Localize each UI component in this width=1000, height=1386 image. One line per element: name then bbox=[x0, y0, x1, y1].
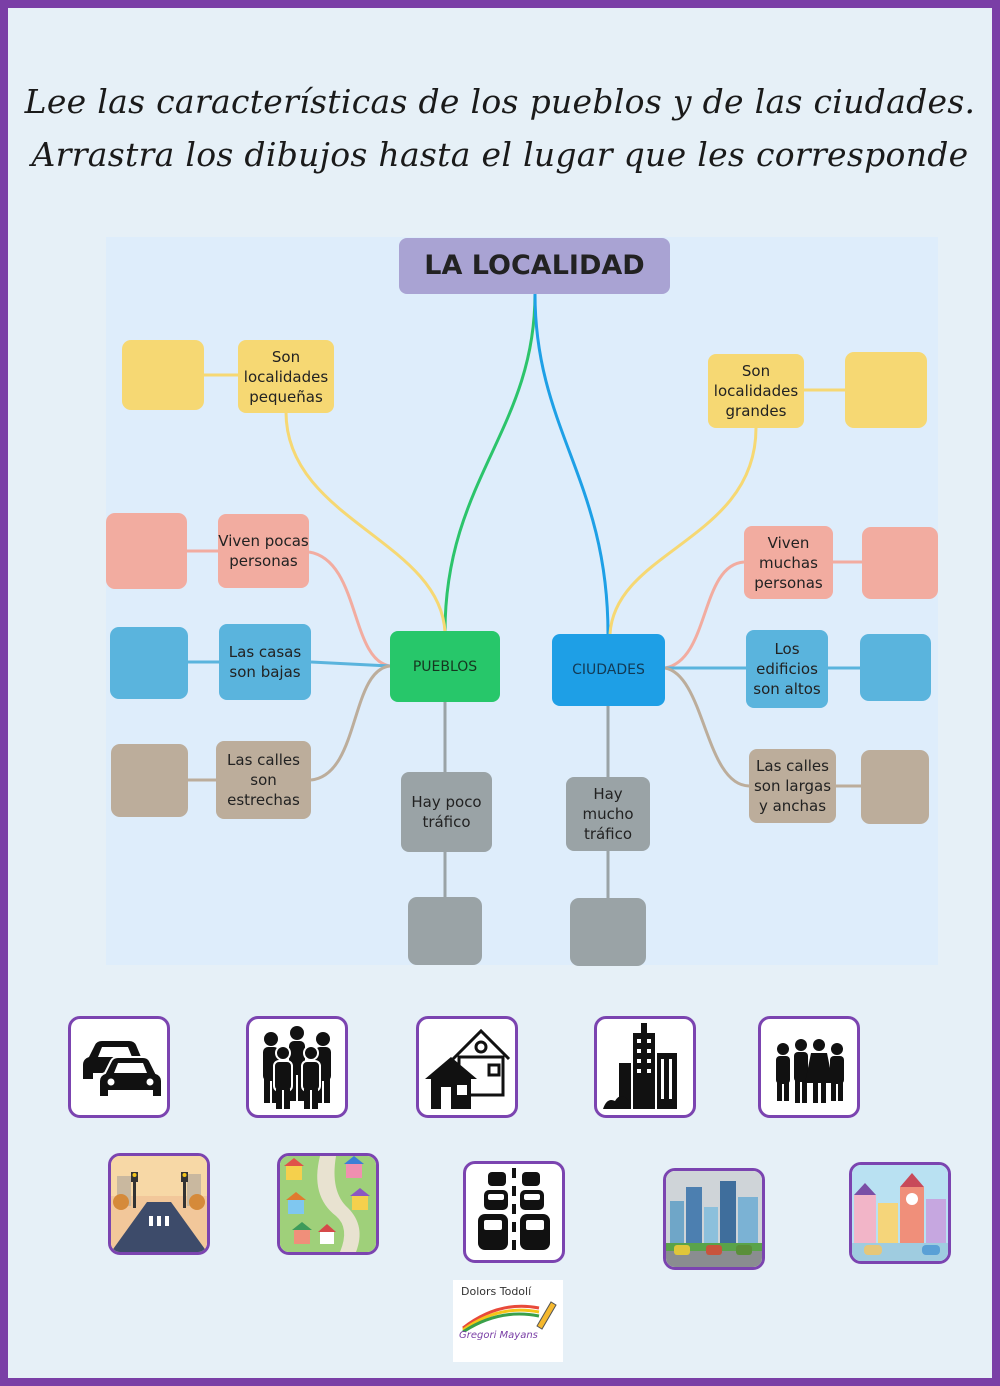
ciudades-big-node: Son localidades grandes bbox=[708, 354, 804, 428]
crowd-icon bbox=[263, 1026, 331, 1109]
drop-zone-pueblos-low-houses[interactable] bbox=[110, 627, 188, 699]
drop-zone-pueblos-narrow-streets[interactable] bbox=[111, 744, 188, 817]
houses-icon bbox=[425, 1028, 511, 1109]
ciudades-tall-buildings-node: Los edificios son altos bbox=[746, 630, 828, 708]
drop-zone-pueblos-few-people[interactable] bbox=[106, 513, 187, 589]
card-wide-street[interactable] bbox=[108, 1153, 210, 1255]
author-name: Dolors Todolí bbox=[461, 1285, 532, 1298]
traffic-jam-icon bbox=[478, 1168, 550, 1250]
ciudades-much-traffic-node: Hay mucho tráfico bbox=[566, 777, 650, 851]
card-city-skyline[interactable] bbox=[663, 1168, 765, 1270]
ciudades-wide-streets-node: Las calles son largas y anchas bbox=[749, 749, 836, 823]
pueblos-node: PUEBLOS bbox=[390, 631, 500, 702]
small-group-icon bbox=[776, 1039, 844, 1103]
card-two-cars[interactable] bbox=[68, 1016, 170, 1118]
town-street-illustration bbox=[852, 1165, 948, 1261]
city-skyline-illustration bbox=[666, 1171, 762, 1267]
instruction-line-2: Arrastra los dibujos hasta el lugar que … bbox=[31, 135, 969, 174]
instruction-line-1: Lee las características de los pueblos y… bbox=[24, 82, 976, 121]
card-skyscrapers[interactable] bbox=[594, 1016, 696, 1118]
ciudades-many-people-node: Viven muchas personas bbox=[744, 526, 833, 599]
card-crowd[interactable] bbox=[246, 1016, 348, 1118]
pueblos-little-traffic-node: Hay poco tráfico bbox=[401, 772, 492, 852]
drop-zone-ciudades-much-traffic[interactable] bbox=[570, 898, 646, 966]
school-name: Gregori Mayans bbox=[459, 1330, 538, 1341]
pueblos-low-houses-node: Las casas son bajas bbox=[219, 624, 311, 700]
pueblos-narrow-streets-node: Las calles son estrechas bbox=[216, 741, 311, 819]
wide-street-illustration bbox=[111, 1156, 207, 1252]
rainbow-pencil-icon bbox=[462, 1301, 557, 1332]
pueblos-small-node: Son localidades pequeñas bbox=[238, 340, 334, 413]
drop-zone-pueblos-small[interactable] bbox=[122, 340, 204, 410]
card-small-group[interactable] bbox=[758, 1016, 860, 1118]
card-traffic-jam[interactable] bbox=[463, 1161, 565, 1263]
ciudades-node: CIUDADES bbox=[552, 634, 665, 706]
drop-zone-ciudades-many-people[interactable] bbox=[862, 527, 938, 599]
drop-zone-pueblos-little-traffic[interactable] bbox=[408, 897, 482, 965]
drop-zone-ciudades-big[interactable] bbox=[845, 352, 927, 428]
pueblos-few-people-node: Viven pocas personas bbox=[218, 514, 309, 588]
village-illustration bbox=[280, 1156, 376, 1252]
author-logo: Dolors Todolí Gregori Mayans bbox=[453, 1280, 563, 1362]
skyscrapers-icon bbox=[603, 1023, 677, 1109]
two-cars-icon bbox=[83, 1041, 163, 1098]
drop-zone-ciudades-tall-buildings[interactable] bbox=[860, 634, 931, 701]
card-houses[interactable] bbox=[416, 1016, 518, 1118]
card-town-street[interactable] bbox=[849, 1162, 951, 1264]
root-node: LA LOCALIDAD bbox=[399, 238, 670, 294]
card-village[interactable] bbox=[277, 1153, 379, 1255]
drop-zone-ciudades-wide-streets[interactable] bbox=[861, 750, 929, 824]
